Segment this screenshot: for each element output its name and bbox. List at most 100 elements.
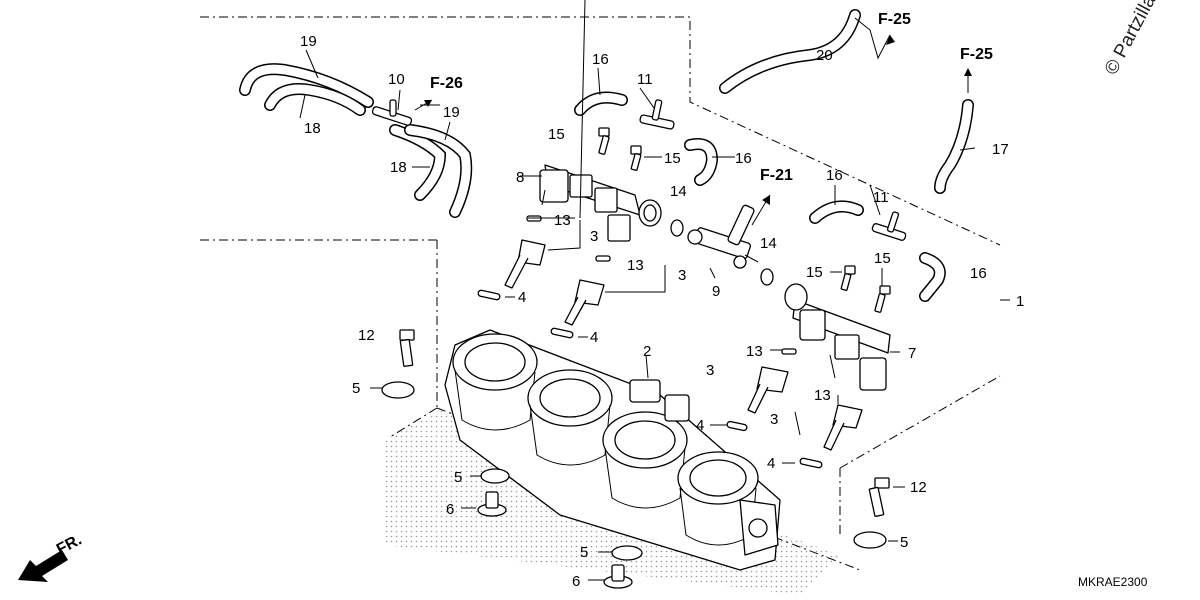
grommet-5-b [480,468,510,484]
seal-13-b [595,255,611,262]
callout-4-c: 4 [696,417,704,434]
callout-16-c: 16 [826,167,843,184]
bolt-15-c [840,265,856,291]
callout-3-d: 3 [770,411,778,428]
callout-11-b: 11 [873,189,889,206]
t-joint-11-a [639,99,675,130]
callout-6-a: 6 [446,501,454,518]
throttle-sensor-housing [629,379,779,556]
callout-14-b: 14 [760,235,777,252]
callout-4-d: 4 [767,455,775,472]
leader-lines [299,0,1010,581]
hose-19-upper [239,63,374,108]
callout-12-b: 12 [910,479,927,496]
callout-7: 7 [908,345,916,362]
ref-f25-b: F-25 [960,46,993,63]
callout-1: 1 [1016,293,1024,310]
throttle-body [444,329,781,571]
callout-6-b: 6 [572,573,580,590]
callout-15-c: 15 [806,264,823,281]
hose-19-lower [404,124,473,218]
callout-15-b: 15 [664,150,681,167]
callout-12-a: 12 [358,327,375,344]
bolt-12-a [399,329,415,367]
callout-16-a: 16 [592,51,609,68]
callout-3-c: 3 [706,362,714,379]
seal-13-c [781,348,797,355]
callout-5-c: 5 [580,544,588,561]
ref-f26: F-26 [430,75,463,92]
callout-20: 20 [816,47,833,64]
callout-8: 8 [516,169,524,186]
throttle-bore-2 [527,369,613,466]
grommet-5-a [381,381,415,399]
hose-17 [934,99,974,194]
grommet-5-d [853,531,887,549]
hose-20 [719,9,861,94]
callout-13-c: 13 [746,343,763,360]
seal-4-a [477,289,501,301]
callout-5-b: 5 [454,469,462,486]
bolt-15-d [874,285,891,313]
callout-13-a: 13 [554,212,571,229]
callout-4-b: 4 [590,329,598,346]
injector-1 [504,239,546,289]
hose-18-upper [264,83,366,116]
t-joint-11-b [871,211,907,241]
hose-16-c [809,200,864,224]
injector-4 [823,404,863,451]
o-ring-14-a [670,219,684,237]
callout-18-b: 18 [390,159,407,176]
callout-15-d: 15 [874,250,891,267]
callout-5-d: 5 [900,534,908,551]
injector-2 [564,279,605,326]
fuel-joint [687,204,755,269]
callout-18-a: 18 [304,120,321,137]
diagram-code: MKRAE2300 [1078,575,1148,589]
ref-f21: F-21 [760,167,793,184]
watermark: © Partzilla [1101,0,1161,78]
throttle-bore-1 [452,333,538,431]
grommet-5-c [611,545,643,561]
fuel-rail-lower [784,283,891,391]
callout-11-a: 11 [637,71,653,88]
callout-15-a: 15 [548,126,565,143]
t-joint-10 [371,99,413,126]
callout-13-d: 13 [814,387,831,404]
collar-6-a [477,491,507,517]
seal-4-b [550,327,574,339]
callout-16-b: 16 [735,150,752,167]
ref-f25-a: F-25 [878,11,911,28]
throttle-bore-4 [677,451,759,546]
callout-2: 2 [643,343,651,360]
callout-19-b: 19 [443,104,460,121]
ref-arrows [414,17,972,226]
o-ring-14-b [760,268,774,286]
bolt-12-b [868,477,890,517]
bolt-15-a [598,127,610,155]
callout-10: 10 [388,71,405,88]
seal-4-c [726,420,748,432]
callout-16-d: 16 [970,265,987,282]
callout-3-a: 3 [590,228,598,245]
collar-6-b [603,564,633,589]
callout-3-b: 3 [678,267,686,284]
callout-5-a: 5 [352,380,360,397]
callout-4-a: 4 [518,289,526,306]
callout-14-a: 14 [670,183,687,200]
injector-3 [747,366,789,414]
hose-18-lower [389,124,447,201]
seal-4-d [799,457,823,469]
callout-9: 9 [712,283,720,300]
hose-16-a [574,91,628,116]
callout-19-a: 19 [300,33,317,50]
callout-13-b: 13 [627,257,644,274]
hose-16-d [919,252,946,302]
bolt-15-b [630,145,642,171]
fuel-rail-upper [539,164,662,242]
callout-17: 17 [992,141,1009,158]
front-arrow: FR. [18,531,85,582]
assembly-boundary-lines [200,16,1001,571]
throttle-bore-3 [602,411,688,509]
